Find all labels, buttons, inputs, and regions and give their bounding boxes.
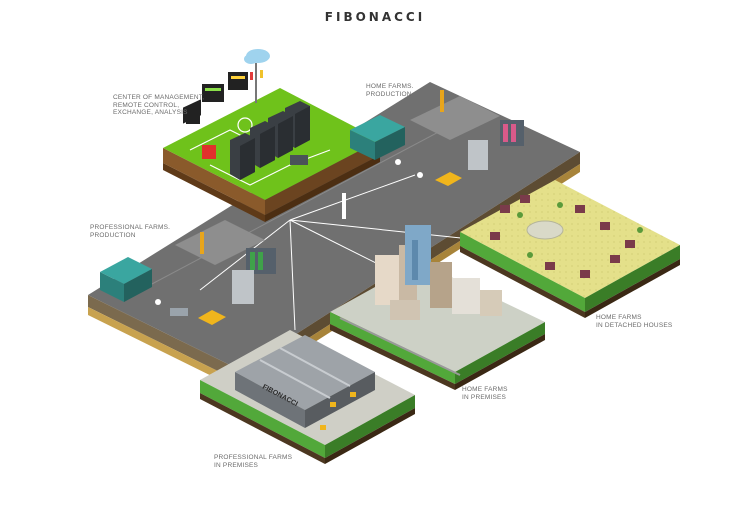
connection-lines: [199, 174, 481, 331]
label-line: IN DETACHED HOUSES: [596, 321, 673, 329]
label-line: HOME FARMS.: [366, 83, 414, 90]
label-line: IN PREMISES: [214, 461, 259, 469]
professional-production-equipment: [100, 220, 276, 325]
monitor-wall: [183, 72, 248, 124]
detached-houses-platform: [460, 180, 680, 318]
premises-platform: [330, 225, 545, 390]
label-line: EXCHANGE, ANALYSIS: [113, 109, 188, 116]
label-professional-farms-production: PROFESSIONAL FARMS. PRODUCTION: [90, 224, 170, 239]
label-line: PRODUCTION: [366, 90, 412, 98]
label-line: HOME FARMS: [596, 314, 642, 321]
label-home-farms-premises: HOME FARMS IN PREMISES: [462, 386, 508, 401]
home-production-equipment: [350, 90, 524, 186]
server-racks: [202, 101, 310, 180]
label-line: PRODUCTION: [90, 231, 136, 239]
marker-post: [342, 193, 346, 219]
label-professional-farms-premises: PROFESSIONAL FARMS IN PREMISES: [214, 454, 292, 469]
label-home-farms-detached-houses: HOME FARMS IN DETACHED HOUSES: [596, 314, 672, 329]
cloud-icon: [244, 49, 270, 103]
label-line: CENTER OF MANAGEMENT,: [113, 94, 205, 101]
label-line: PROFESSIONAL FARMS.: [90, 224, 171, 231]
label-center-of-management: CENTER OF MANAGEMENT, REMOTE CONTROL, EX…: [113, 94, 204, 117]
label-line: HOME FARMS: [462, 386, 508, 393]
label-line: REMOTE CONTROL,: [113, 101, 180, 109]
professional-premises-platform: [200, 330, 415, 464]
label-line: IN PREMISES: [462, 393, 507, 401]
label-line: PROFESSIONAL FARMS: [214, 454, 293, 461]
page-title: FIBONACCI: [324, 10, 426, 24]
label-home-farms-production: HOME FARMS. PRODUCTION: [366, 83, 414, 98]
